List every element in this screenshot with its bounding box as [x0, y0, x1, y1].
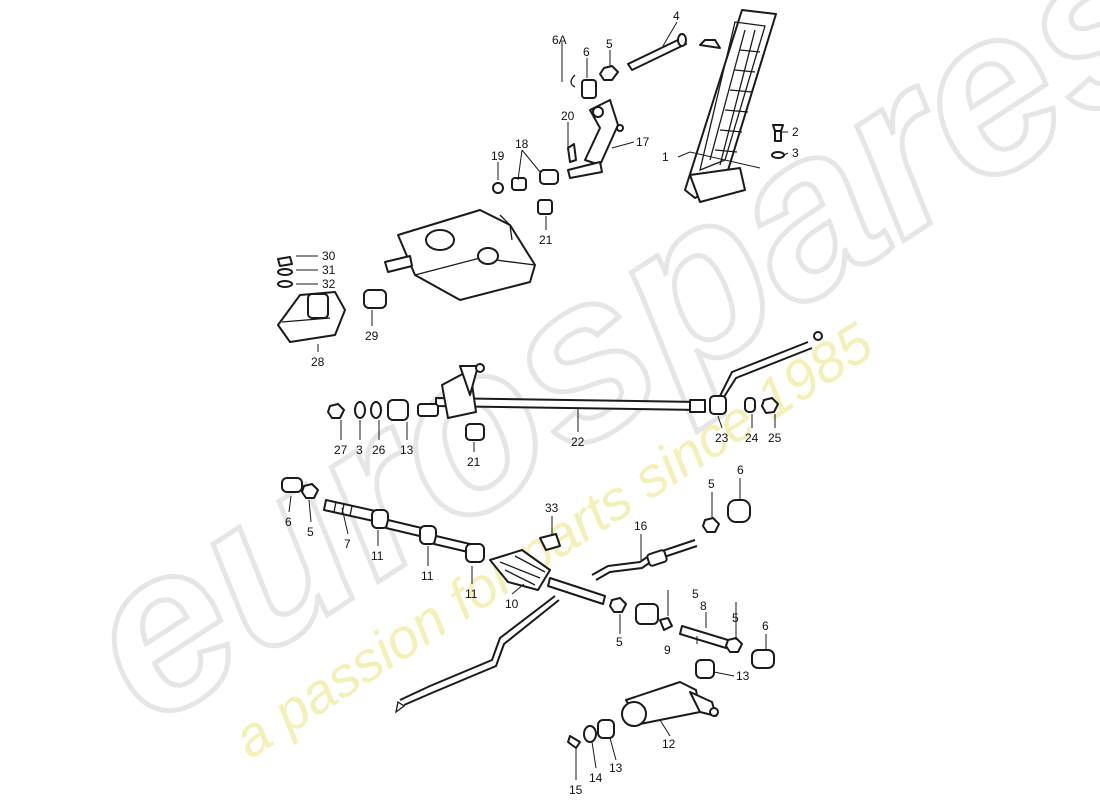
callout-9: 9	[664, 643, 671, 657]
callout-6-left: 6	[285, 515, 292, 529]
callout-2: 2	[792, 125, 799, 139]
callout-12: 12	[662, 737, 676, 751]
callout-18: 18	[515, 137, 529, 151]
callout-4: 4	[673, 9, 680, 23]
callout-5-lower-a: 5	[692, 587, 699, 601]
bushing-upper	[537, 199, 553, 215]
callout-10: 10	[505, 597, 519, 611]
callout-6-top: 6	[583, 45, 590, 59]
callout-28: 28	[311, 355, 325, 369]
callout-25: 25	[768, 431, 782, 445]
connecting-rod-16	[591, 539, 698, 581]
callout-5-lower-c: 5	[616, 635, 623, 649]
callout-26: 26	[372, 443, 386, 457]
callout-21-upper: 21	[539, 233, 553, 247]
pedal-pin	[627, 33, 687, 71]
accelerator-pedal	[684, 9, 777, 203]
callout-11-c: 11	[465, 587, 478, 601]
callout-19: 19	[491, 149, 505, 163]
callout-13-right: 13	[736, 669, 750, 683]
callout-6-right: 6	[737, 463, 744, 477]
callout-8: 8	[700, 599, 707, 613]
washer-24	[744, 397, 756, 413]
callout-5-left: 5	[307, 525, 314, 539]
pedal-bracket	[384, 209, 536, 301]
lower-right-hardware	[609, 597, 775, 669]
callout-11-b: 11	[421, 569, 434, 583]
nut-bushing-clip	[570, 65, 619, 99]
shaft-hardware	[327, 399, 439, 421]
callout-3-mid: 3	[356, 443, 363, 457]
callout-22: 22	[571, 435, 585, 449]
callout-5-lower-b: 5	[732, 611, 739, 625]
callout-labels: 6A 4 6 5 2 20 17 3 18 19 1 21 30 31 32 2…	[285, 9, 799, 797]
ball-socket-right	[727, 499, 751, 523]
pedal-lever	[492, 99, 624, 194]
callout-24: 24	[745, 431, 759, 445]
callout-30: 30	[322, 249, 336, 263]
lower-link-rod	[395, 595, 560, 714]
leader-lines	[288, 21, 789, 780]
callout-31: 31	[322, 263, 336, 277]
callout-14: 14	[589, 771, 603, 785]
callout-5-right: 5	[708, 477, 715, 491]
callout-5-top: 5	[606, 37, 613, 51]
mount-bracket	[277, 256, 387, 343]
callout-13-lower: 13	[609, 761, 623, 775]
callout-15: 15	[569, 783, 583, 797]
callout-6a: 6A	[552, 33, 567, 47]
bushing-lower	[465, 423, 485, 441]
callout-20: 20	[561, 109, 575, 123]
callout-17: 17	[636, 135, 650, 149]
throttle-rod-assembly	[281, 477, 606, 605]
nut-right	[702, 517, 720, 533]
callout-13-mid: 13	[400, 443, 414, 457]
nut-25	[761, 397, 779, 414]
callout-23: 23	[715, 431, 729, 445]
callout-7: 7	[344, 537, 351, 551]
callout-1: 1	[662, 150, 669, 164]
cross-shaft	[435, 363, 706, 419]
callout-27: 27	[334, 443, 348, 457]
callout-32: 32	[322, 277, 336, 291]
linkage-rod	[709, 331, 823, 415]
callout-3-top: 3	[792, 146, 799, 160]
lower-bellcrank	[567, 659, 719, 749]
callout-21-lower: 21	[467, 455, 481, 469]
callout-29: 29	[365, 329, 379, 343]
callout-6-lower: 6	[762, 619, 769, 633]
callout-16: 16	[634, 519, 648, 533]
callout-33: 33	[545, 501, 559, 515]
callout-11-a: 11	[371, 549, 384, 563]
